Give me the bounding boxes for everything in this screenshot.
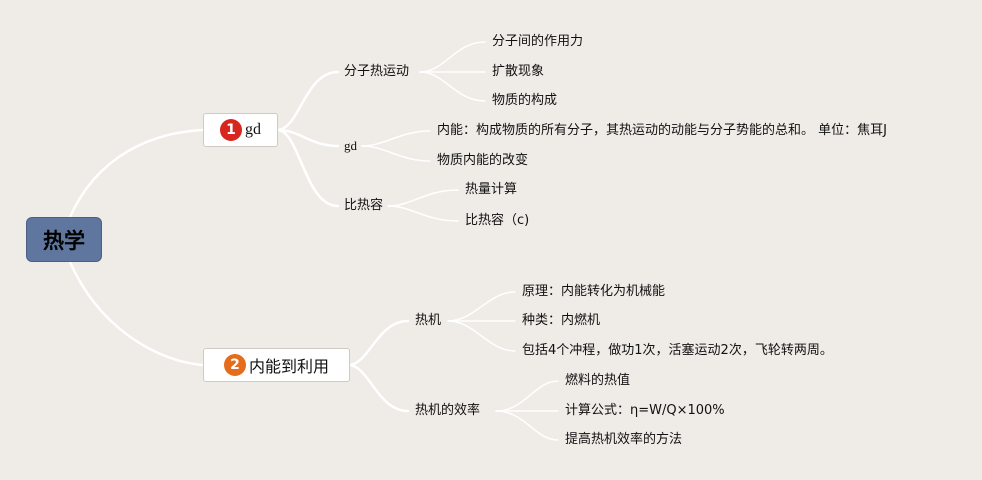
leaf-principle[interactable]: 原理：内能转化为机械能	[522, 284, 666, 299]
branch-node-2[interactable]: 2 内能到利用	[203, 348, 350, 382]
leaf-internal-energy-change[interactable]: 物质内能的改变	[437, 153, 529, 168]
link-b1-s1	[276, 70, 340, 132]
branch-2-label: 内能到利用	[248, 357, 329, 376]
link-root-branch1	[68, 128, 205, 219]
root-label: 热学	[43, 228, 85, 253]
leaf-intermolecular-force[interactable]: 分子间的作用力	[492, 34, 584, 49]
link-b2-s1	[348, 319, 410, 367]
link-s4-l1	[447, 291, 516, 322]
root-node[interactable]: 热学	[26, 217, 102, 262]
number-2-icon: 2	[223, 354, 246, 376]
link-s2-l1	[361, 130, 431, 147]
topic-engine-efficiency[interactable]: 热机的效率	[415, 403, 481, 418]
link-s3-l2	[387, 205, 459, 222]
link-s1-l3	[419, 71, 486, 102]
number-1-icon: 1	[220, 119, 242, 141]
link-s5-l1	[495, 380, 559, 412]
leaf-matter-structure[interactable]: 物质的构成	[492, 93, 558, 108]
link-s2-l2	[361, 145, 431, 162]
link-s4-l3	[447, 320, 516, 352]
link-b1-s3	[276, 128, 340, 208]
leaf-fuel-heat-value[interactable]: 燃料的热值	[565, 373, 631, 388]
link-b1-s2	[276, 128, 340, 148]
branch-1-label: gd	[245, 121, 261, 138]
leaf-specific-heat-c[interactable]: 比热容（c)	[465, 213, 530, 228]
leaf-strokes[interactable]: 包括4个冲程，做功1次，活塞运动2次，飞轮转两周。	[522, 343, 833, 358]
topic-specific-heat[interactable]: 比热容	[344, 198, 384, 213]
leaf-efficiency-formula[interactable]: 计算公式：η=W/Q×100%	[565, 403, 725, 418]
leaf-heat-calc[interactable]: 热量计算	[465, 182, 518, 197]
topic-heat-engine[interactable]: 热机	[415, 313, 442, 328]
link-s3-l1	[387, 189, 459, 207]
topic-molecular-motion[interactable]: 分子热运动	[344, 64, 410, 79]
leaf-improve-efficiency[interactable]: 提高热机效率的方法	[565, 432, 683, 447]
link-s1-l1	[419, 41, 486, 73]
topic-gd[interactable]: gd	[344, 138, 357, 153]
link-b2-s2	[348, 363, 410, 413]
branch-node-1[interactable]: 1 gd	[203, 113, 278, 147]
leaf-engine-type[interactable]: 种类：内燃机	[522, 313, 601, 328]
leaf-diffusion[interactable]: 扩散现象	[492, 64, 545, 79]
leaf-internal-energy[interactable]: 内能：构成物质的所有分子，其热运动的动能与分子势能的总和。 单位：焦耳J	[437, 123, 887, 138]
link-root-branch2	[68, 260, 205, 367]
link-s5-l3	[495, 410, 559, 441]
